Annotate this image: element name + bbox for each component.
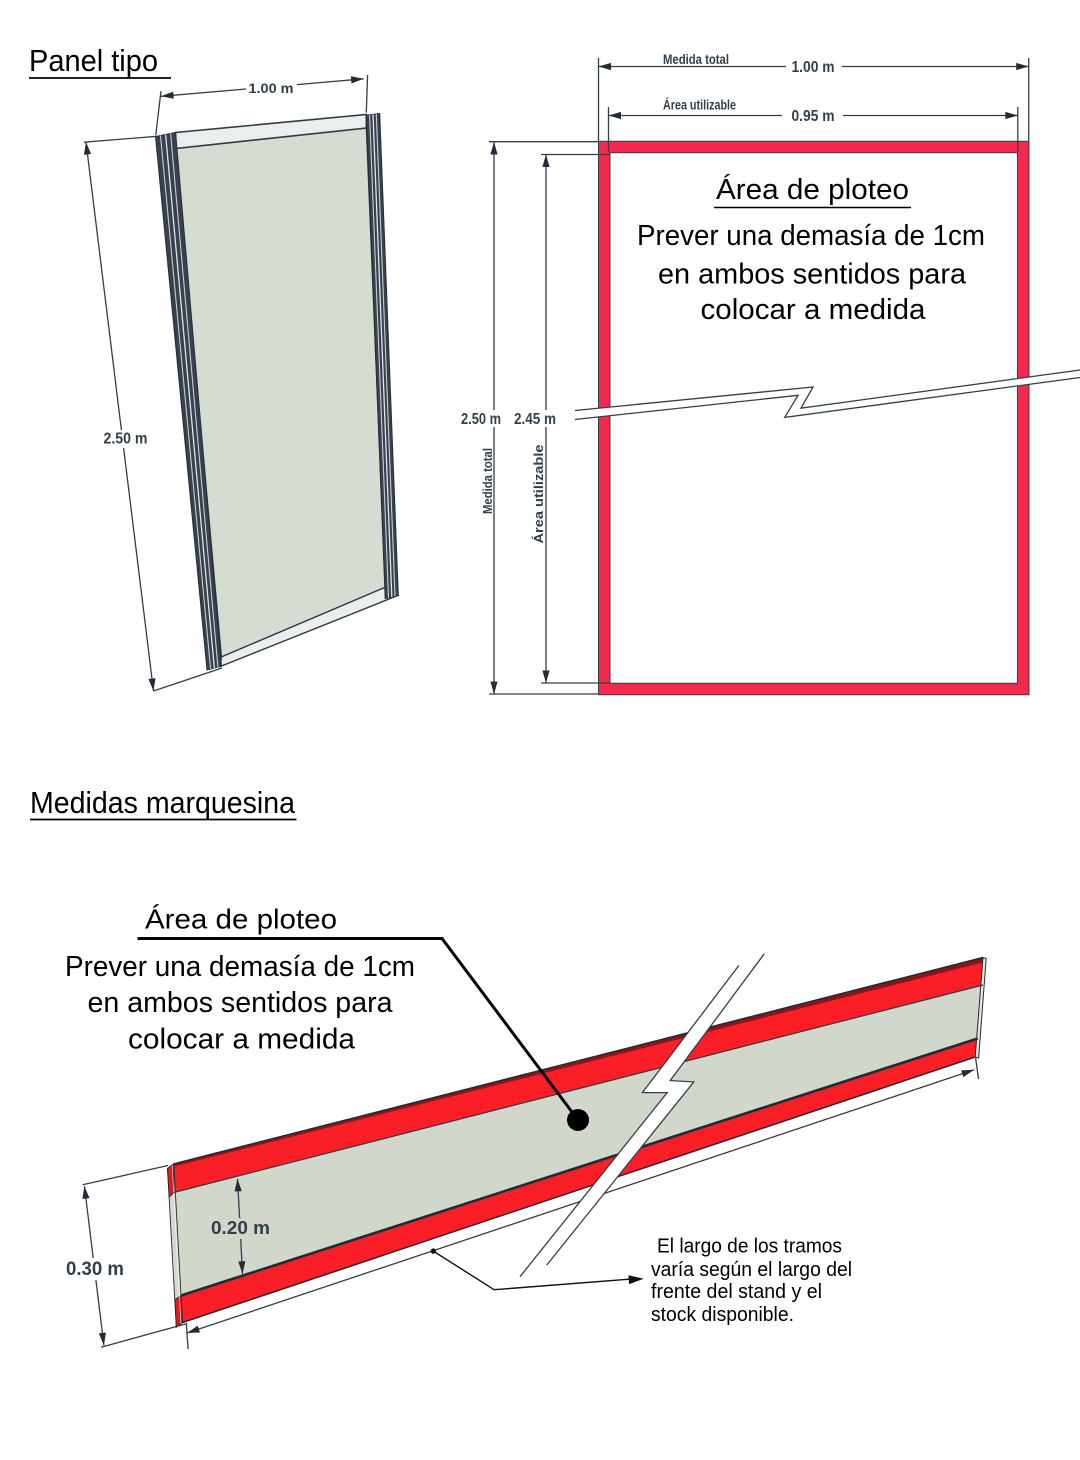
svg-text:2.50 m: 2.50 m: [461, 411, 501, 428]
svg-text:Medida total: Medida total: [663, 52, 729, 67]
svg-text:en ambos sentidos para: en ambos sentidos para: [88, 987, 393, 1019]
svg-text:0.20 m: 0.20 m: [211, 1218, 270, 1238]
svg-text:0.95 m: 0.95 m: [792, 108, 835, 125]
svg-text:Área de ploteo: Área de ploteo: [145, 904, 337, 935]
svg-text:colocar a medida: colocar a medida: [128, 1024, 355, 1056]
svg-text:Medida total: Medida total: [481, 448, 495, 514]
svg-text:2.50 m: 2.50 m: [104, 431, 148, 448]
svg-text:en ambos sentidos para: en ambos sentidos para: [658, 259, 966, 291]
svg-text:Medidas marquesina: Medidas marquesina: [30, 785, 296, 820]
svg-text:2.45 m: 2.45 m: [514, 411, 556, 428]
svg-text:0.30 m: 0.30 m: [66, 1259, 124, 1280]
svg-text:stock disponible.: stock disponible.: [651, 1304, 794, 1326]
svg-text:Área de ploteo: Área de ploteo: [716, 174, 909, 206]
svg-text:Área utilizable: Área utilizable: [531, 444, 546, 543]
svg-text:colocar a medida: colocar a medida: [701, 294, 926, 326]
svg-text:Prever una demasía de 1cm: Prever una demasía de 1cm: [637, 220, 985, 252]
svg-text:frente del stand y el: frente del stand y el: [651, 1281, 822, 1303]
svg-text:1.00 m: 1.00 m: [792, 59, 835, 76]
svg-text:El largo de los tramos: El largo de los tramos: [657, 1236, 842, 1258]
svg-text:Prever una demasía de 1cm: Prever una demasía de 1cm: [65, 951, 415, 983]
svg-text:1.00 m: 1.00 m: [249, 81, 294, 96]
svg-text:Panel tipo: Panel tipo: [29, 43, 158, 78]
svg-text:Área utilizable: Área utilizable: [663, 98, 736, 113]
svg-text:varía según el largo del: varía según el largo del: [651, 1259, 852, 1281]
